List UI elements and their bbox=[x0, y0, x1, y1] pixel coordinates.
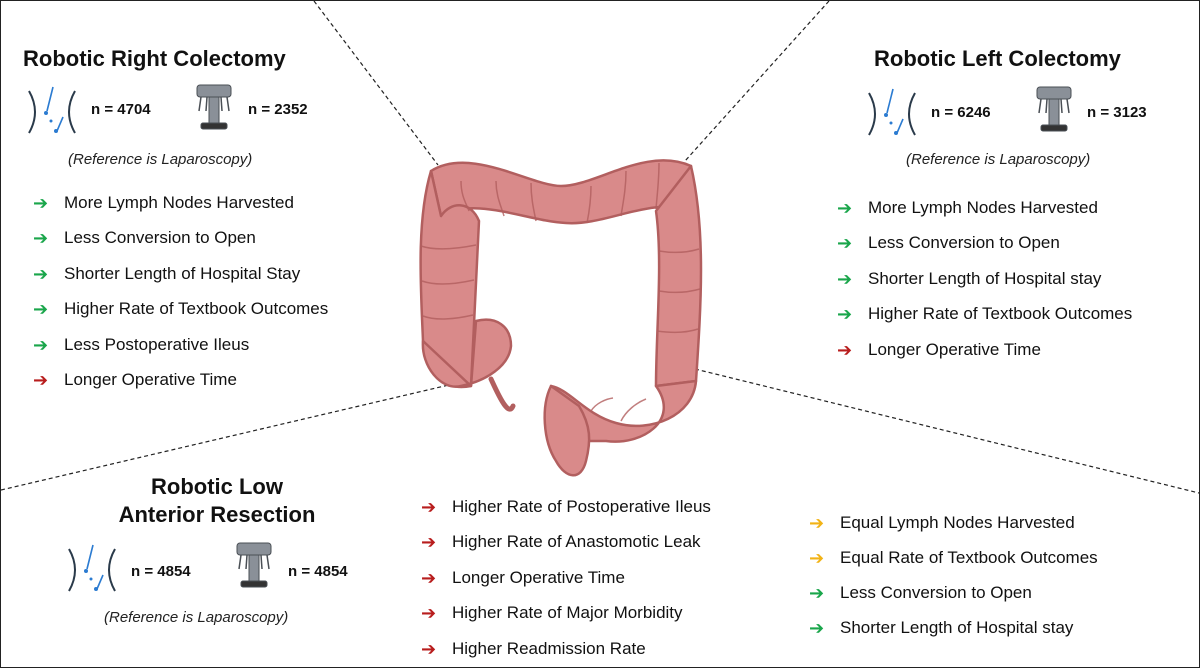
outcome-item: ➔ Less Conversion to Open bbox=[33, 221, 328, 257]
positive-arrow-icon: ➔ bbox=[33, 299, 49, 320]
outcome-text: Longer Operative Time bbox=[452, 567, 625, 587]
outcome-text: Higher Rate of Major Morbidity bbox=[452, 603, 683, 623]
lar-negative-outcomes-list: ➔ Higher Rate of Postoperative Ileus ➔ High… bbox=[421, 489, 711, 667]
negative-arrow-icon: ➔ bbox=[421, 603, 437, 624]
positive-arrow-icon: ➔ bbox=[809, 617, 825, 638]
outcome-item: ➔ Longer Operative Time bbox=[837, 332, 1132, 368]
right-lap-count: n = 4704 bbox=[91, 101, 151, 118]
colon-illustration bbox=[419, 159, 703, 477]
outcome-item: ➔ Shorter Length of Hospital stay bbox=[837, 261, 1132, 297]
lar-lap-count: n = 4854 bbox=[131, 563, 191, 580]
outcome-item: ➔ Higher Rate of Textbook Outcomes bbox=[33, 292, 328, 328]
outcome-text: Longer Operative Time bbox=[64, 370, 237, 390]
outcome-item: ➔ More Lymph Nodes Harvested bbox=[33, 185, 328, 221]
positive-arrow-icon: ➔ bbox=[33, 263, 49, 284]
outcome-text: Less Conversion to Open bbox=[840, 582, 1032, 602]
divider-bottom-left bbox=[1, 383, 454, 491]
positive-arrow-icon: ➔ bbox=[33, 192, 49, 213]
outcome-item: ➔ Higher Rate of Postoperative Ileus bbox=[421, 489, 711, 525]
positive-arrow-icon: ➔ bbox=[837, 304, 853, 325]
positive-arrow-icon: ➔ bbox=[33, 334, 49, 355]
lar-robot-count: n = 4854 bbox=[288, 563, 348, 580]
surgical-robot-icon bbox=[236, 542, 272, 588]
right-robot-count: n = 2352 bbox=[248, 101, 308, 118]
positive-arrow-icon: ➔ bbox=[809, 582, 825, 603]
divider-bottom-right bbox=[694, 368, 1199, 494]
right-reference-note: (Reference is Laparoscopy) bbox=[68, 151, 253, 168]
negative-arrow-icon: ➔ bbox=[421, 532, 437, 553]
outcome-text: Higher Rate of Postoperative Ileus bbox=[452, 496, 711, 516]
outcome-item: ➔ Less Conversion to Open bbox=[837, 226, 1132, 262]
divider-top-left bbox=[313, 1, 439, 166]
outcome-text: Shorter Length of Hospital stay bbox=[868, 268, 1102, 288]
outcome-item: ➔ Longer Operative Time bbox=[421, 560, 711, 596]
outcome-text: Higher Rate of Textbook Outcomes bbox=[64, 299, 329, 319]
outcome-text: Equal Lymph Nodes Harvested bbox=[840, 512, 1075, 532]
left-reference-note: (Reference is Laparoscopy) bbox=[906, 151, 1091, 168]
surgical-robot-icon bbox=[196, 84, 232, 130]
outcome-text: Equal Rate of Textbook Outcomes bbox=[840, 547, 1098, 567]
right-outcomes-list: ➔ More Lymph Nodes Harvested ➔ Less Convers… bbox=[33, 185, 328, 398]
positive-arrow-icon: ➔ bbox=[33, 228, 49, 249]
lar-title-line1: Robotic Low bbox=[151, 474, 283, 499]
negative-arrow-icon: ➔ bbox=[33, 370, 49, 391]
left-colectomy-title: Robotic Left Colectomy bbox=[874, 46, 1121, 71]
negative-arrow-icon: ➔ bbox=[837, 339, 853, 360]
lar-other-outcomes-list: ➔ Equal Lymph Nodes Harvested ➔ Equal Rate … bbox=[809, 505, 1098, 645]
neutral-arrow-icon: ➔ bbox=[809, 512, 825, 533]
outcome-item: ➔ Equal Lymph Nodes Harvested bbox=[809, 505, 1098, 540]
lar-title-line2: Anterior Resection bbox=[118, 502, 316, 527]
right-colectomy-title: Robotic Right Colectomy bbox=[23, 46, 286, 71]
outcome-text: Less Conversion to Open bbox=[64, 228, 256, 248]
negative-arrow-icon: ➔ bbox=[421, 496, 437, 517]
outcome-text: More Lymph Nodes Harvested bbox=[868, 197, 1098, 217]
positive-arrow-icon: ➔ bbox=[837, 268, 853, 289]
outcome-text: Higher Rate of Textbook Outcomes bbox=[868, 304, 1133, 324]
outcome-text: Less Postoperative Ileus bbox=[64, 334, 250, 354]
outcome-text: Less Conversion to Open bbox=[868, 233, 1060, 253]
laparoscopic-instruments-icon bbox=[28, 86, 76, 134]
divider-top-right bbox=[684, 1, 830, 162]
positive-arrow-icon: ➔ bbox=[837, 233, 853, 254]
positive-arrow-icon: ➔ bbox=[837, 197, 853, 218]
lar-reference-note: (Reference is Laparoscopy) bbox=[104, 609, 289, 626]
outcome-text: Shorter Length of Hospital Stay bbox=[64, 263, 301, 283]
laparoscopic-instruments-icon bbox=[68, 544, 116, 592]
outcome-text: Longer Operative Time bbox=[868, 339, 1041, 359]
negative-arrow-icon: ➔ bbox=[421, 638, 437, 659]
left-outcomes-list: ➔ More Lymph Nodes Harvested ➔ Less Convers… bbox=[837, 190, 1132, 368]
outcome-text: More Lymph Nodes Harvested bbox=[64, 192, 294, 212]
outcome-item: ➔ Higher Readmission Rate bbox=[421, 631, 711, 667]
outcome-item: ➔ Less Conversion to Open bbox=[809, 575, 1098, 610]
outcome-item: ➔ Longer Operative Time bbox=[33, 363, 328, 399]
outcome-item: ➔ More Lymph Nodes Harvested bbox=[837, 190, 1132, 226]
outcome-text: Higher Readmission Rate bbox=[452, 638, 646, 658]
left-robot-count: n = 3123 bbox=[1087, 104, 1147, 121]
outcome-item: ➔ Higher Rate of Major Morbidity bbox=[421, 596, 711, 632]
outcome-item: ➔ Shorter Length of Hospital stay bbox=[809, 610, 1098, 645]
negative-arrow-icon: ➔ bbox=[421, 567, 437, 588]
outcome-item: ➔ Less Postoperative Ileus bbox=[33, 327, 328, 363]
laparoscopic-instruments-icon bbox=[868, 88, 916, 136]
outcome-item: ➔ Shorter Length of Hospital Stay bbox=[33, 256, 328, 292]
outcome-item: ➔ Higher Rate of Textbook Outcomes bbox=[837, 297, 1132, 333]
outcome-item: ➔ Equal Rate of Textbook Outcomes bbox=[809, 540, 1098, 575]
left-lap-count: n = 6246 bbox=[931, 104, 991, 121]
outcome-text: Higher Rate of Anastomotic Leak bbox=[452, 532, 701, 552]
outcome-item: ➔ Higher Rate of Anastomotic Leak bbox=[421, 525, 711, 561]
outcome-text: Shorter Length of Hospital stay bbox=[840, 617, 1074, 637]
lar-title: Robotic Low Anterior Resection bbox=[97, 473, 337, 529]
surgical-robot-icon bbox=[1036, 86, 1072, 132]
neutral-arrow-icon: ➔ bbox=[809, 547, 825, 568]
